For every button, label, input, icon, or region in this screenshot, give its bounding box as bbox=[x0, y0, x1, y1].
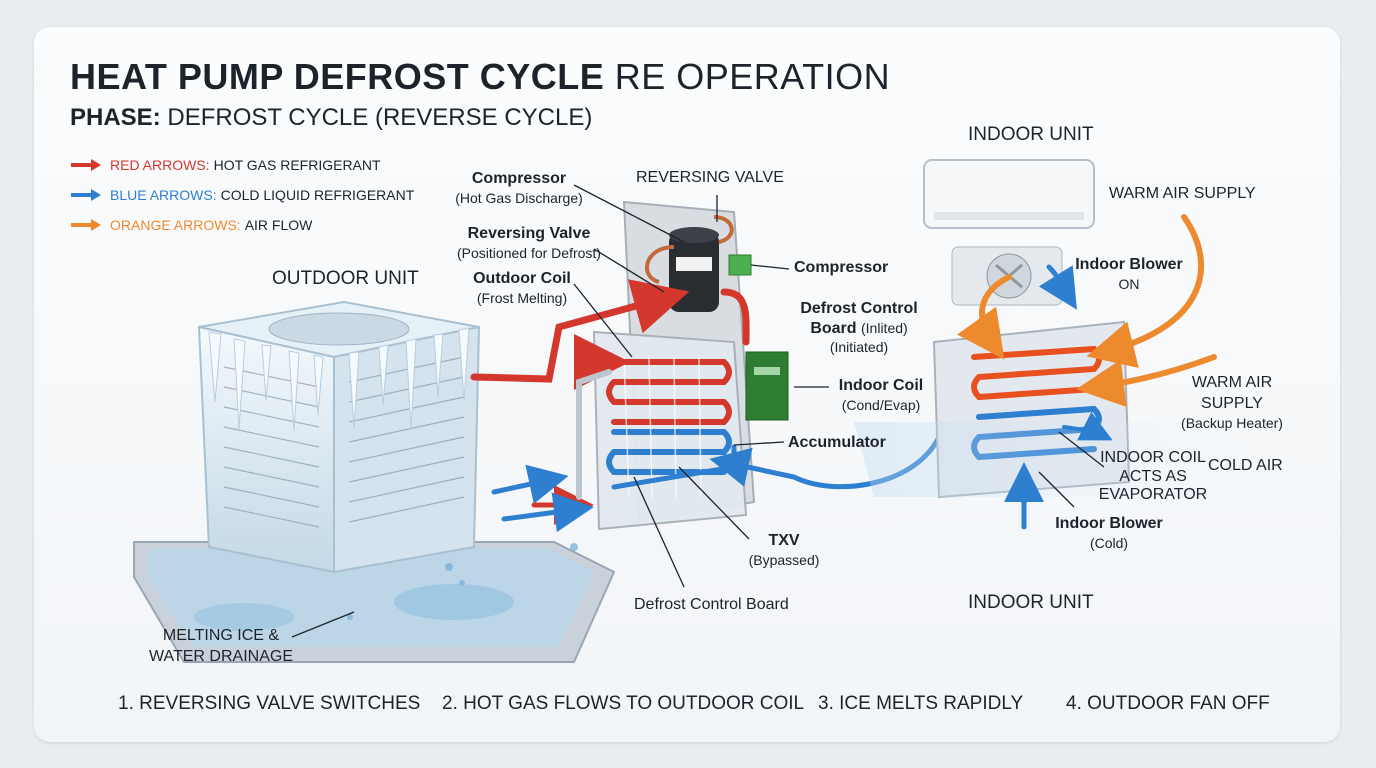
legend-orange-text: AIR FLOW bbox=[244, 217, 313, 233]
txv-label: TXV (Bypassed) bbox=[734, 532, 834, 568]
warm-air-line2: SUPPLY bbox=[1201, 394, 1263, 412]
defrost-board-bottom-label: Defrost Control Board bbox=[634, 596, 789, 613]
defrost-board-label: Defrost Control Board (Inlited) (Initiat… bbox=[794, 300, 924, 356]
step-2: 2. HOT GAS FLOWS TO OUTDOOR COIL bbox=[442, 693, 805, 714]
phase-label: PHASE: bbox=[70, 104, 161, 131]
indoor-blower-on-label: Indoor Blower ON bbox=[1064, 256, 1194, 292]
legend-blue-text: COLD LIQUID REFRIGERANT bbox=[220, 187, 415, 203]
txv-sub: (Bypassed) bbox=[748, 551, 820, 568]
reversing-valve-top-label: REVERSING VALVE bbox=[636, 169, 784, 186]
title-rest: RE OPERATION bbox=[614, 56, 891, 97]
indoor-coil-evaporator-label: INDOOR COIL ACTS AS EVAPORATOR bbox=[1098, 449, 1208, 504]
indoor-unit-title-bottom: INDOOR UNIT bbox=[968, 592, 1094, 613]
diagram-card: HEAT PUMP DEFROST CYCLE RE OPERATION PHA… bbox=[34, 27, 1340, 742]
outdoor-coil-title: Outdoor Coil bbox=[473, 270, 571, 287]
phase-line: PHASE: DEFROST CYCLE (REVERSE CYCLE) bbox=[70, 104, 593, 131]
indoor-blower-title: Indoor Blower bbox=[1075, 256, 1183, 273]
melting-ice-label: MELTING ICE & WATER DRAINAGE bbox=[146, 627, 296, 665]
warm-air-sub: (Backup Heater) bbox=[1181, 415, 1283, 432]
accumulator-label: Accumulator bbox=[788, 434, 886, 451]
compressor-sub: (Hot Gas Discharge) bbox=[455, 189, 583, 206]
blue-arrow-icon bbox=[71, 189, 101, 201]
legend-blue: BLUE ARROWS: COLD LIQUID REFRIGERANT bbox=[70, 187, 414, 203]
step-4: 4. OUTDOOR FAN OFF bbox=[1066, 693, 1270, 714]
step-1: 1. REVERSING VALVE SWITCHES bbox=[118, 693, 421, 714]
txv-title: TXV bbox=[768, 532, 800, 549]
legend-blue-key: BLUE ARROWS: bbox=[110, 187, 217, 203]
defrost-board-line1: Defrost Control bbox=[800, 300, 918, 317]
indoor-coil-label: Indoor Coil (Cond/Evap) bbox=[826, 377, 936, 413]
indoor-coil-title: Indoor Coil bbox=[838, 377, 924, 394]
drain-pan bbox=[133, 541, 616, 663]
warm-air-supply-top: WARM AIR SUPPLY bbox=[1109, 185, 1256, 202]
legend-orange-key: ORANGE ARROWS: bbox=[110, 217, 241, 233]
warm-air-line1: WARM AIR bbox=[1191, 374, 1273, 391]
compressor-title: Compressor bbox=[471, 170, 567, 187]
indoor-blower-cold: (Cold) bbox=[1089, 534, 1129, 551]
red-arrow-icon bbox=[71, 159, 101, 171]
outdoor-coil-label: Outdoor Coil (Frost Melting) bbox=[452, 270, 592, 306]
legend-orange: ORANGE ARROWS: AIR FLOW bbox=[70, 217, 312, 233]
outdoor-unit-graphic bbox=[197, 300, 578, 620]
step-3: 3. ICE MELTS RAPIDLY bbox=[818, 693, 1024, 714]
indoor-coil-evap-2: ACTS AS bbox=[1119, 467, 1187, 485]
defrost-board-line2a: Board bbox=[810, 319, 857, 337]
orange-arrow-icon bbox=[71, 219, 101, 231]
compressor-label: Compressor (Hot Gas Discharge) bbox=[439, 170, 599, 206]
legend-red: RED ARROWS: HOT GAS REFRIGERANT bbox=[70, 157, 381, 173]
indoor-blower-bottom-title: Indoor Blower bbox=[1055, 515, 1163, 532]
indoor-unit-title-top: INDOOR UNIT bbox=[968, 124, 1094, 145]
melting-line2: WATER DRAINAGE bbox=[148, 647, 293, 665]
phase-value: DEFROST CYCLE (REVERSE CYCLE) bbox=[167, 104, 593, 131]
hot-gas-lines bbox=[470, 279, 750, 525]
warm-air-backup-label: WARM AIR SUPPLY (Backup Heater) bbox=[1172, 374, 1292, 432]
outdoor-unit-title: OUTDOOR UNIT bbox=[272, 268, 419, 289]
cold-air-label: COLD AIR bbox=[1208, 457, 1283, 474]
page-title: HEAT PUMP DEFROST CYCLE RE OPERATION bbox=[70, 57, 890, 97]
melting-line1: MELTING ICE & bbox=[162, 627, 280, 644]
indoor-blower-on: ON bbox=[1118, 275, 1140, 292]
indoor-coil-sub: (Cond/Evap) bbox=[841, 396, 921, 413]
defrost-board-line3: (Initiated) bbox=[829, 339, 889, 356]
leader-lines bbox=[291, 184, 1105, 638]
indoor-coil-evap-3: EVAPORATOR bbox=[1098, 486, 1208, 504]
indoor-airflow-arrows bbox=[957, 214, 1217, 530]
title-bold: HEAT PUMP DEFROST CYCLE bbox=[70, 56, 605, 97]
outdoor-coil-sub: (Frost Melting) bbox=[476, 289, 568, 306]
indoor-coil-evap-1: INDOOR COIL bbox=[1100, 449, 1206, 466]
diagram-illustration bbox=[133, 159, 1284, 663]
reversing-valve-title: Reversing Valve bbox=[467, 225, 591, 242]
compressor-right-label: Compressor bbox=[794, 259, 889, 276]
reversing-valve-sub: (Positioned for Defrost) bbox=[457, 244, 601, 261]
legend-red-key: RED ARROWS: bbox=[110, 157, 210, 173]
indoor-blower-cold-label: Indoor Blower (Cold) bbox=[1044, 515, 1174, 551]
legend-red-text: HOT GAS REFRIGERANT bbox=[213, 157, 381, 173]
reversing-valve-label: Reversing Valve (Positioned for Defrost) bbox=[449, 225, 609, 261]
defrost-board-line2b: (Inlited) bbox=[861, 319, 908, 336]
